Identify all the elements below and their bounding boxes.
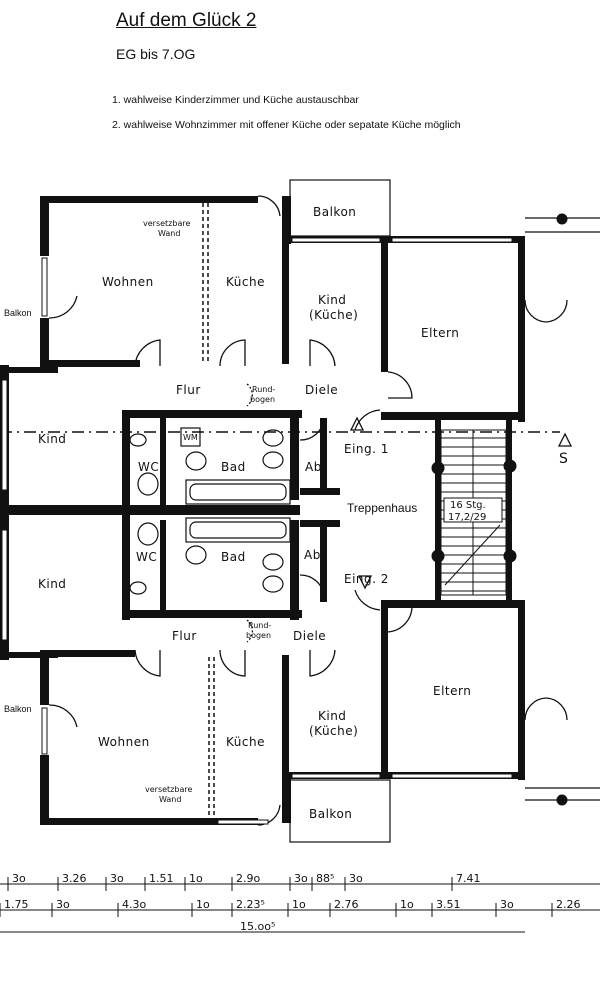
balcony-railings <box>289 179 600 843</box>
room-balkon-left-upper: Balkon <box>4 308 32 318</box>
note-1: 1. wahlweise Kinderzimmer und Küche aust… <box>112 94 359 106</box>
room-wohnen-lower: Wohnen <box>98 735 150 749</box>
dimension-label: 88⁵ <box>316 872 334 885</box>
dimension-label: 3o <box>12 872 26 885</box>
room-kind-left-lower: Kind <box>38 577 66 591</box>
dimension-label: 1o <box>189 872 203 885</box>
dimension-label: 3o <box>500 898 514 911</box>
versetzbare-upper-1: versetzbare <box>143 219 190 228</box>
upper-apartment-labels: Wohnen Küche Kind (Küche) Eltern Flur Ru… <box>4 205 459 474</box>
note-2: 2. wahlweise Wohnzimmer mit offener Küch… <box>112 119 461 131</box>
room-bad-lower: Bad <box>221 550 246 564</box>
room-flur-lower: Flur <box>172 629 197 643</box>
room-kind-upper: Kind <box>318 293 346 307</box>
windows <box>1 237 513 825</box>
room-wc-upper: WC <box>138 460 159 474</box>
stair-ratio-label: 17,2/29 <box>448 512 486 523</box>
section-marker-s: S <box>559 451 568 467</box>
section-markers <box>349 416 573 590</box>
rundbogen-lower-1: Rund- <box>248 621 271 630</box>
dimension-label: 1o <box>196 898 210 911</box>
room-flur-upper: Flur <box>176 383 201 397</box>
room-kind-lower: Kind <box>318 709 346 723</box>
page-subtitle: EG bis 7.OG <box>116 46 196 62</box>
dimension-label: 4.3o <box>122 898 146 911</box>
treppenhaus-label: Treppenhaus <box>347 501 417 515</box>
lower-apartment-labels: Wohnen Küche Kind (Küche) Eltern Flur Ru… <box>4 548 471 821</box>
versetzbare-lower-2: Wand <box>159 795 181 804</box>
versetzbare-upper-2: Wand <box>158 229 180 238</box>
dimension-label: 2.76 <box>334 898 359 911</box>
room-diele-upper: Diele <box>305 383 338 397</box>
dimension-row-2: 1.75 3o 4.3o 1o 2.23⁵ 1o 2.76 1o 3.51 3o 2.26 <box>0 898 581 917</box>
room-diele-lower: Diele <box>293 629 326 643</box>
room-kueche-lower: Küche <box>226 735 265 749</box>
rundbogen-lower-2: bogen <box>246 631 271 640</box>
room-ab-lower: Ab. <box>304 548 325 562</box>
room-eltern-lower: Eltern <box>433 684 471 698</box>
dimension-label: 7.41 <box>456 872 481 885</box>
entrance-1-label: Eing. 1 <box>344 442 389 456</box>
dimension-label: 1.51 <box>149 872 174 885</box>
page-title: Auf dem Glück 2 <box>116 10 257 31</box>
dimension-label: 2.26 <box>556 898 581 911</box>
room-wc-lower: WC <box>136 550 157 564</box>
dimension-label: 3o <box>110 872 124 885</box>
room-kind-left-upper: Kind <box>38 432 66 446</box>
entrance-2-label: Eing. 2 <box>344 572 389 586</box>
dimension-label: 2.23⁵ <box>236 898 265 911</box>
dimension-label: 3o <box>294 872 308 885</box>
dimension-label: 2.9o <box>236 872 260 885</box>
room-balkon-upper: Balkon <box>313 205 356 219</box>
dimension-label: 3.26 <box>62 872 87 885</box>
dimension-lines <box>0 883 600 933</box>
dimension-label: 3o <box>349 872 363 885</box>
room-kind-kueche-lower: (Küche) <box>309 724 358 738</box>
sanitary-fixtures <box>129 427 291 595</box>
versetzbare-wand-lines <box>0 203 560 818</box>
door-swings <box>48 195 568 826</box>
dimension-label: 3.51 <box>436 898 461 911</box>
dimension-label: 3o <box>56 898 70 911</box>
versetzbare-lower-1: versetzbare <box>145 785 192 794</box>
room-ab-upper: Ab. <box>305 460 326 474</box>
wm-label: WM <box>183 433 198 442</box>
room-bad-upper: Bad <box>221 460 246 474</box>
room-eltern-upper: Eltern <box>421 326 459 340</box>
room-kueche-upper: Küche <box>226 275 265 289</box>
room-balkon-lower: Balkon <box>309 807 352 821</box>
dimension-total: 15.oo⁵ <box>240 920 275 933</box>
room-kind-kueche-upper: (Küche) <box>309 308 358 322</box>
stair-labels: Treppenhaus 16 Stg. 17,2/29 S <box>347 451 568 523</box>
room-wohnen-upper: Wohnen <box>102 275 154 289</box>
rundbogen-upper-2: bogen <box>250 395 275 404</box>
dimension-label: 1o <box>400 898 414 911</box>
dimension-label: 1o <box>292 898 306 911</box>
room-balkon-left-lower: Balkon <box>4 704 32 714</box>
stair-steps-label: 16 Stg. <box>450 500 486 511</box>
walls <box>0 196 525 825</box>
dimension-row-1: 3o 3.26 3o 1.51 1o 2.9o 3o 88⁵ 3o 7.41 <box>7 872 481 891</box>
dimension-label: 1.75 <box>4 898 29 911</box>
rundbogen-upper-1: Rund- <box>252 385 275 394</box>
